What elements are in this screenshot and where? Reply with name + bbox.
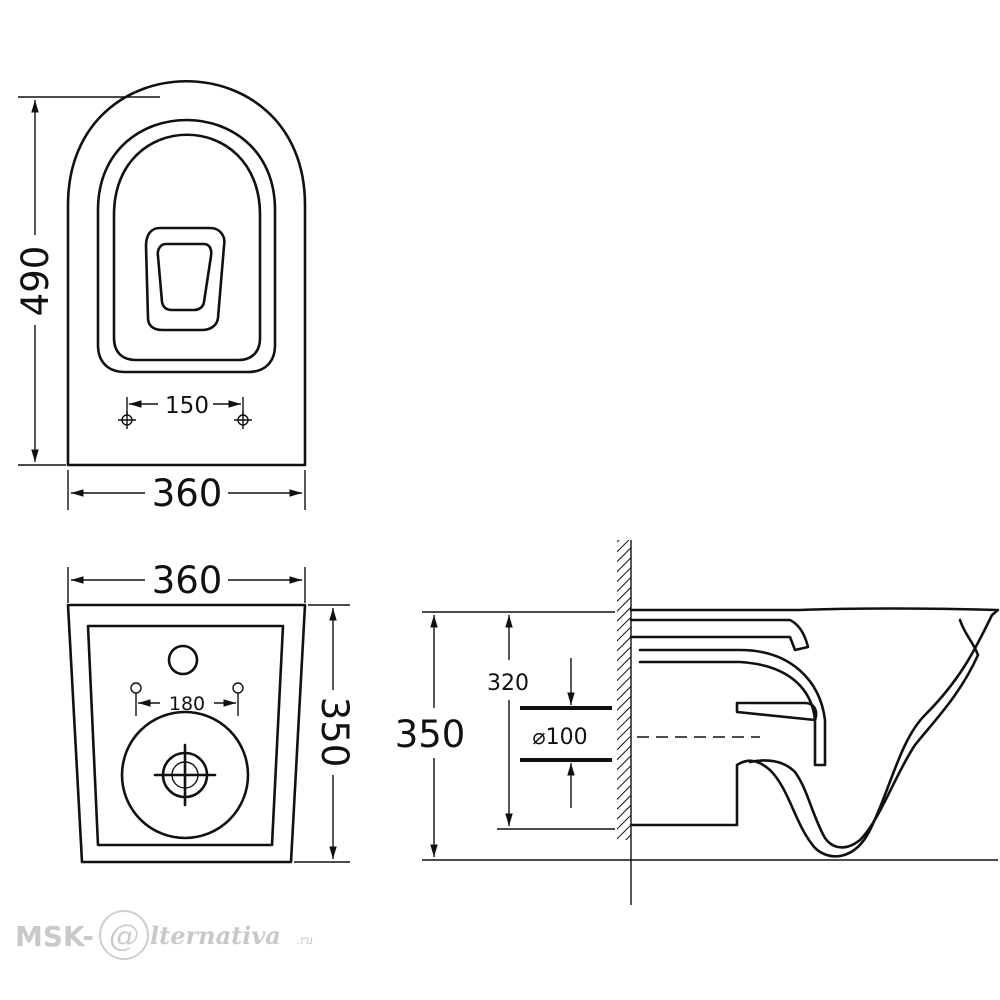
front-view-outer-outline (66, 603, 307, 864)
side-view-bowl-inner (748, 618, 980, 849)
top-view-drain-outer (144, 226, 226, 332)
side-view-outlet-diameter-label: ⌀100 (532, 725, 587, 750)
front-view-bolt-right-icon (232, 682, 244, 716)
front-view-width-label: 360 (152, 559, 223, 602)
front-view-bolt-left-icon (130, 682, 142, 716)
front-view-width-dimension: 360 (67, 559, 306, 603)
top-view-width-dimension: 360 (67, 470, 306, 515)
front-view-height-label: 350 (313, 697, 356, 768)
front-view-bolt-spacing-label: 180 (169, 693, 205, 715)
front-view-height-dimension: 350 (294, 604, 356, 863)
front-view-inner-outline (86, 624, 285, 847)
side-view-flush-channel (638, 648, 827, 767)
top-view-drain-inner (156, 242, 213, 312)
watermark-at-ring (99, 910, 149, 960)
front-view-bolt-dimension: 180 (138, 693, 236, 715)
watermark-suffix: lternativa (150, 921, 281, 950)
side-view-total-height-dimension: 350 (395, 611, 998, 861)
front-view-outlet-flange-icon (153, 743, 217, 807)
side-view-outlet-height-label: 320 (487, 671, 529, 696)
watermark-at: @ (109, 919, 139, 954)
top-view-bolt-spacing-label: 150 (165, 393, 209, 419)
top-view-height-dimension: 490 (14, 96, 160, 466)
side-view-trap-shelf (735, 701, 818, 722)
top-view: 150 490 360 (14, 79, 307, 515)
watermark-tld: .ru (296, 933, 313, 947)
top-view-outer-outline (66, 79, 307, 467)
top-view-height-label: 490 (14, 246, 57, 317)
side-view-outlet-height-dimension: 320 (487, 611, 615, 830)
front-view-outlet-ring (120, 710, 250, 840)
side-view: ⌀100 320 350 (395, 540, 1000, 905)
top-view-bolt-dimension: 150 (126, 393, 244, 419)
side-view-rim (629, 618, 810, 652)
top-view-width-label: 360 (152, 472, 223, 515)
front-view-water-inlet-icon (167, 644, 199, 676)
side-view-wall-hatch (617, 540, 631, 840)
side-view-bowl-outline (629, 607, 1000, 858)
front-view: 180 360 350 (66, 559, 356, 864)
top-view-seat-inner (112, 133, 262, 362)
side-view-total-height-label: 350 (395, 713, 466, 756)
top-view-seat-outer (96, 118, 277, 374)
watermark: MSK- @ lternativa .ru (15, 910, 313, 960)
watermark-prefix: MSK- (15, 920, 94, 953)
